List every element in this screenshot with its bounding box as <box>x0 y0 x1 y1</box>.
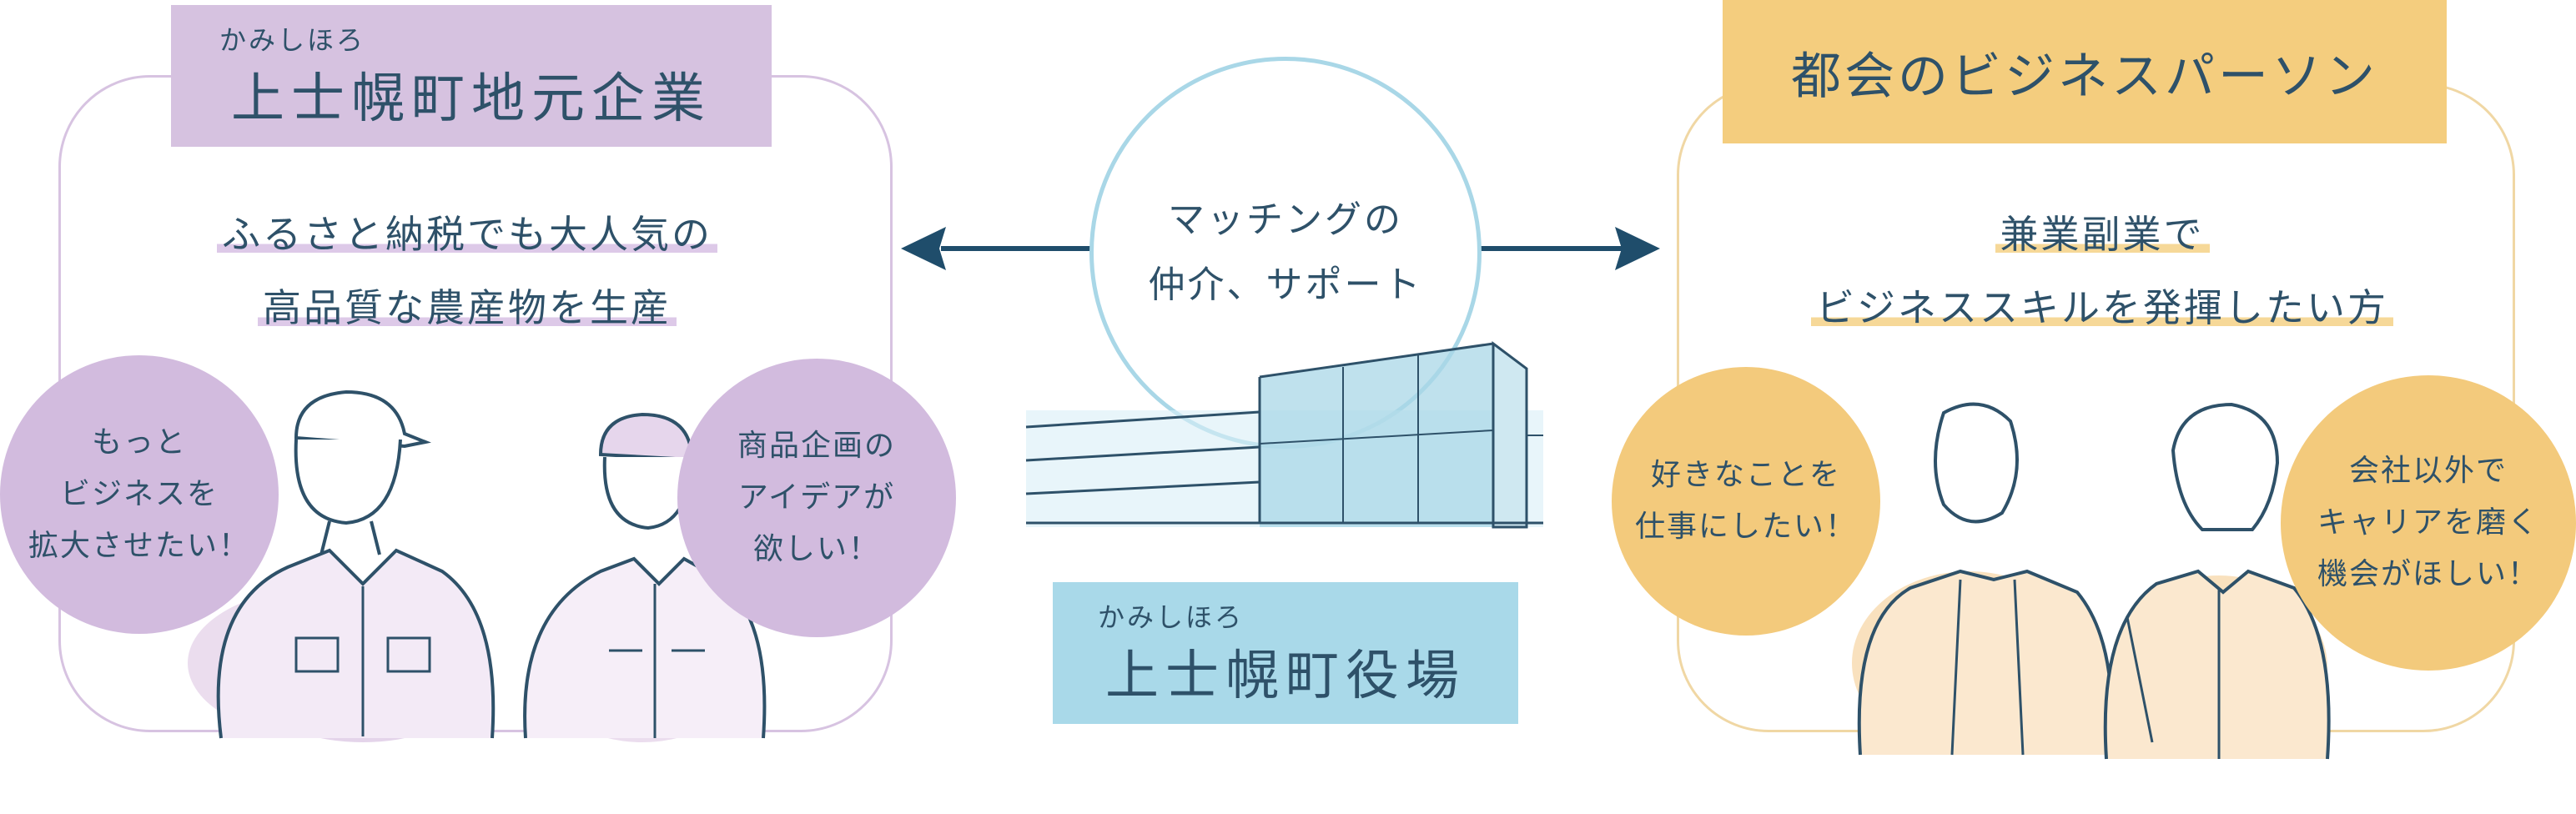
product-ideas-line3: 欲しい！ <box>752 532 880 566</box>
business-person-heading: 兼業副業で ビジネススキルを発揮したい方 <box>1752 204 2453 333</box>
farmer-woman-illustration <box>523 412 767 742</box>
town-office-ruby: かみしほろ <box>1098 601 1245 633</box>
business-heading-line1: 兼業副業で <box>1995 204 2210 259</box>
expand-business-line3: 拡大させたい！ <box>28 529 250 563</box>
local-heading-line2: 高品質な農産物を生産 <box>258 278 677 333</box>
business-woman-illustration <box>2103 402 2331 760</box>
expand-business-bubble: もっと ビジネスを 拡大させたい！ <box>0 355 279 634</box>
expand-business-line1: もっと <box>91 425 187 460</box>
town-hall-building-illustration <box>1025 341 1543 529</box>
career-opportunity-bubble: 会社以外で キャリアを磨く 機会がほしい！ <box>2281 375 2576 671</box>
dream-job-line1: 好きなことを <box>1650 458 1841 492</box>
business-person-title: 都会のビジネスパーソン <box>1791 47 2378 106</box>
local-companies-ruby: かみしほろ <box>219 24 366 56</box>
town-office-title: 上士幌町役場 <box>1105 646 1466 707</box>
business-man-illustration <box>1852 402 2114 756</box>
product-ideas-bubble: 商品企画の アイデアが 欲しい！ <box>677 359 956 637</box>
matching-line1: マッチングの <box>1168 198 1403 241</box>
double-headed-arrow-left <box>901 227 1109 270</box>
product-ideas-line1: 商品企画の <box>737 429 896 463</box>
farmer-man-illustration <box>188 389 496 742</box>
product-ideas-line2: アイデアが <box>737 480 896 515</box>
business-heading-line2: ビジネススキルを発揮したい方 <box>1811 278 2393 333</box>
business-person-title-box: 都会のビジネスパーソン <box>1723 0 2447 143</box>
local-companies-title-box: かみしほろ 上士幌町地元企業 <box>171 5 772 147</box>
dream-job-bubble: 好きなことを 仕事にしたい！ <box>1612 367 1880 636</box>
career-line2: キャリアを磨く <box>2317 505 2539 540</box>
local-heading-line1: ふるさと納税でも大人気の <box>217 204 717 259</box>
double-headed-arrow-right <box>1477 227 1660 270</box>
career-line3: 機会がほしい！ <box>2317 557 2539 591</box>
dream-job-line2: 仕事にしたい！ <box>1634 510 1857 544</box>
local-companies-heading: ふるさと納税でも大人気の 高品質な農産物を生産 <box>158 204 776 333</box>
career-line1: 会社以外で <box>2348 454 2508 488</box>
expand-business-line2: ビジネスを <box>59 477 219 511</box>
town-office-title-box: かみしほろ 上士幌町役場 <box>1053 582 1518 724</box>
local-companies-title: 上士幌町地元企業 <box>231 68 712 130</box>
matching-line2: 仲介、サポート <box>1148 264 1423 306</box>
